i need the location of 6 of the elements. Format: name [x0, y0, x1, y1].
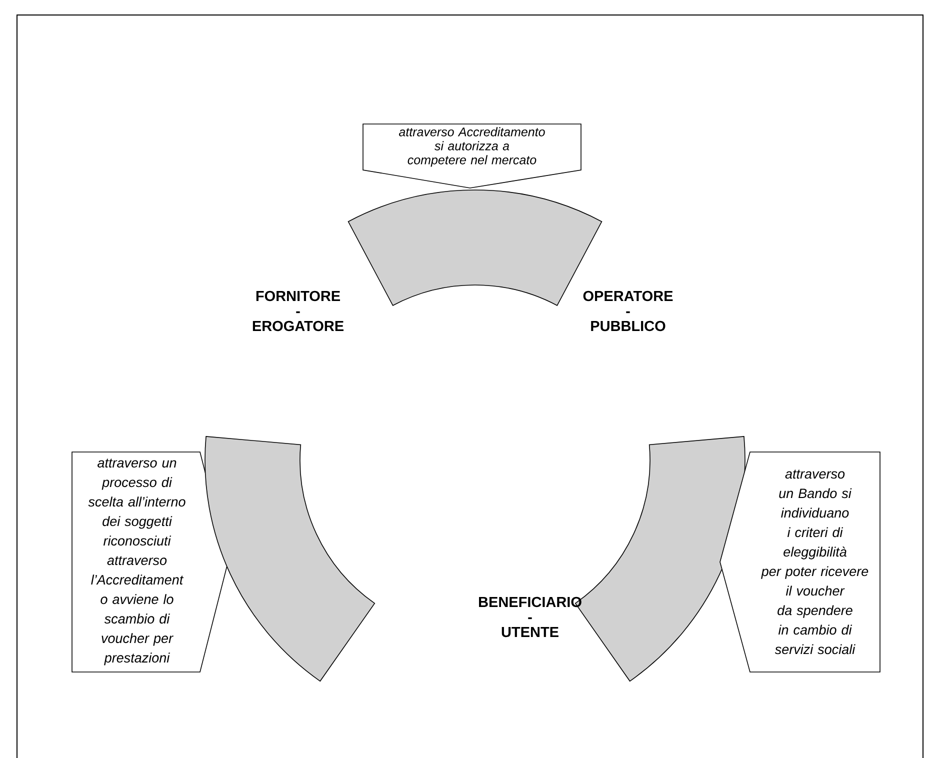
callout-box: attraverso un Bando si individuano i criteri di eleggibilità per poter ricevere il voucher da spendere in cambio di servizi sociali [720, 452, 880, 672]
band-shape [204, 436, 376, 682]
callout-box: attraverso Accreditamento si autorizza a competere nel mercato [362, 124, 582, 188]
role-label: OPERATORE - PUBBLICO [583, 290, 673, 332]
callout-box: attraverso un processo di scelta all’interno dei soggetti riconosciuti attraverso l’Accreditament o avviene lo scambio di voucher per prestazioni [72, 452, 228, 672]
role-label: FORNITORE - EROGATORE [252, 290, 344, 332]
